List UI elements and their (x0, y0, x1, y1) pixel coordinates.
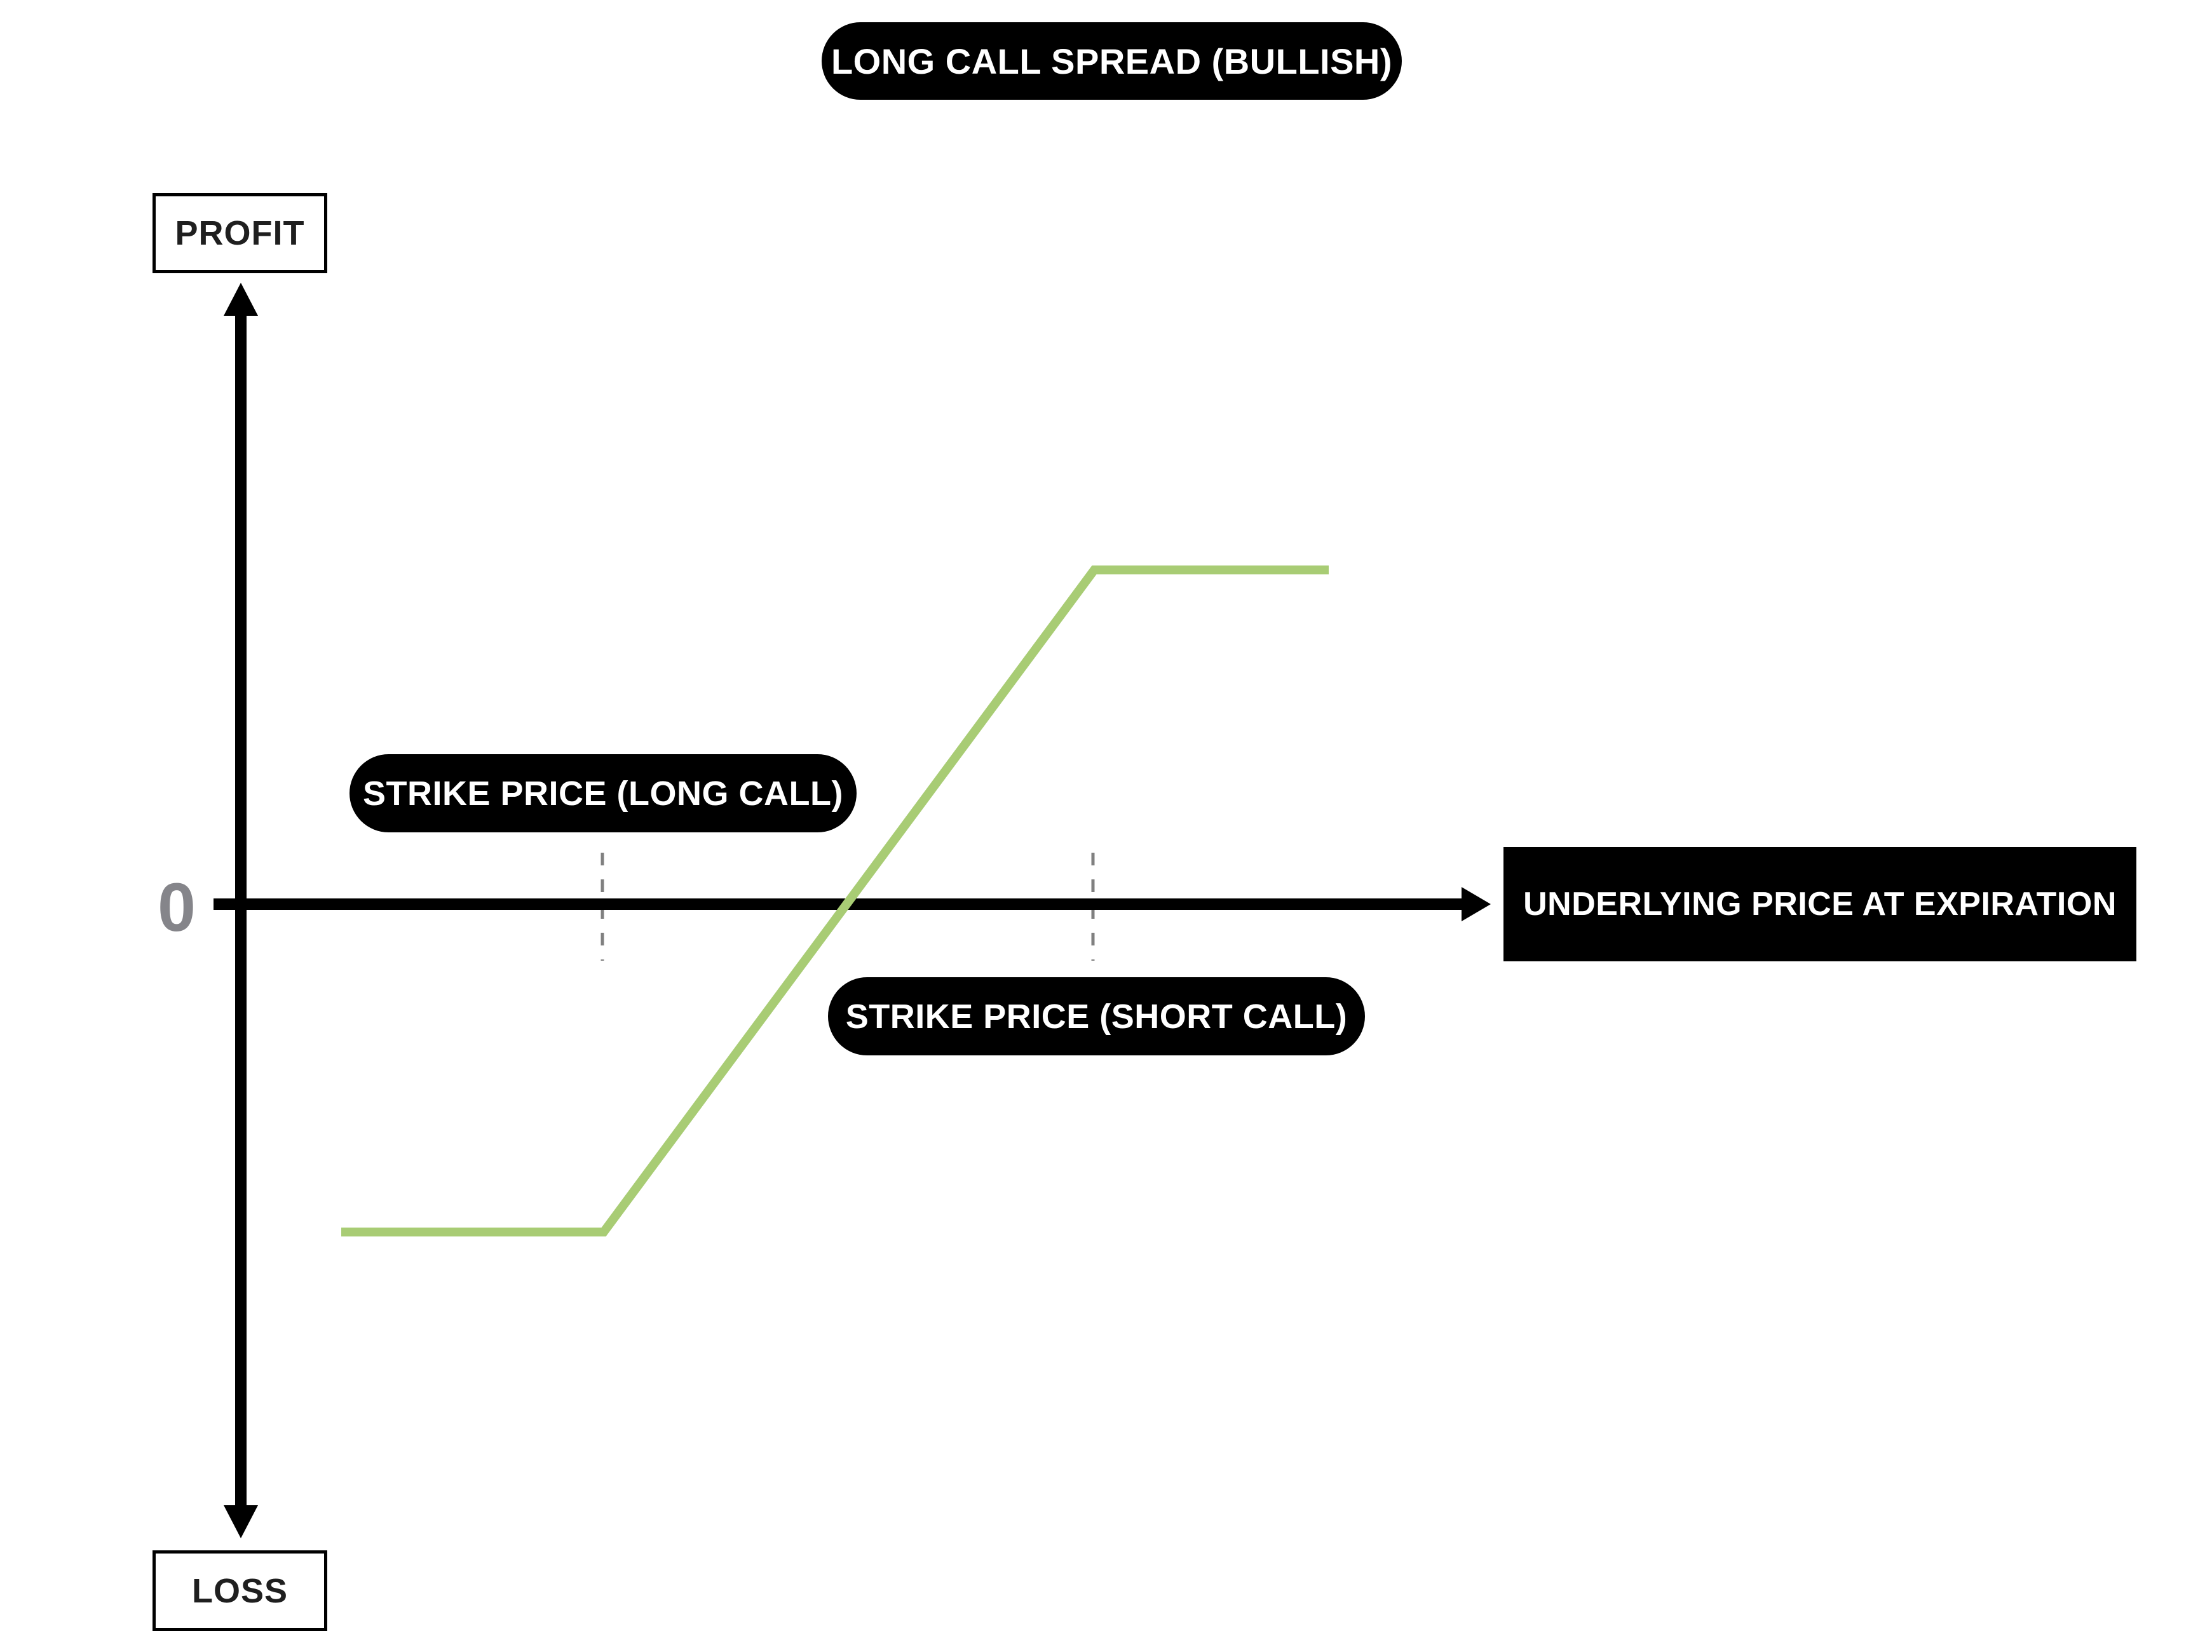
payoff-line (341, 565, 1329, 1236)
loss-axis-label: LOSS (153, 1550, 327, 1631)
x-axis-arrow-right-icon (1462, 887, 1491, 921)
short-strike-label: STRIKE PRICE (SHORT CALL) (828, 977, 1365, 1055)
y-axis-arrow-up-icon (224, 283, 258, 316)
chart-title: LONG CALL SPREAD (BULLISH) (822, 22, 1402, 100)
long-strike-label: STRIKE PRICE (LONG CALL) (349, 754, 857, 832)
zero-origin-label: 0 (157, 868, 196, 945)
x-axis-label: UNDERLYING PRICE AT EXPIRATION (1503, 847, 2136, 961)
y-axis-arrow-down-icon (224, 1505, 258, 1538)
profit-axis-label: PROFIT (153, 193, 327, 273)
